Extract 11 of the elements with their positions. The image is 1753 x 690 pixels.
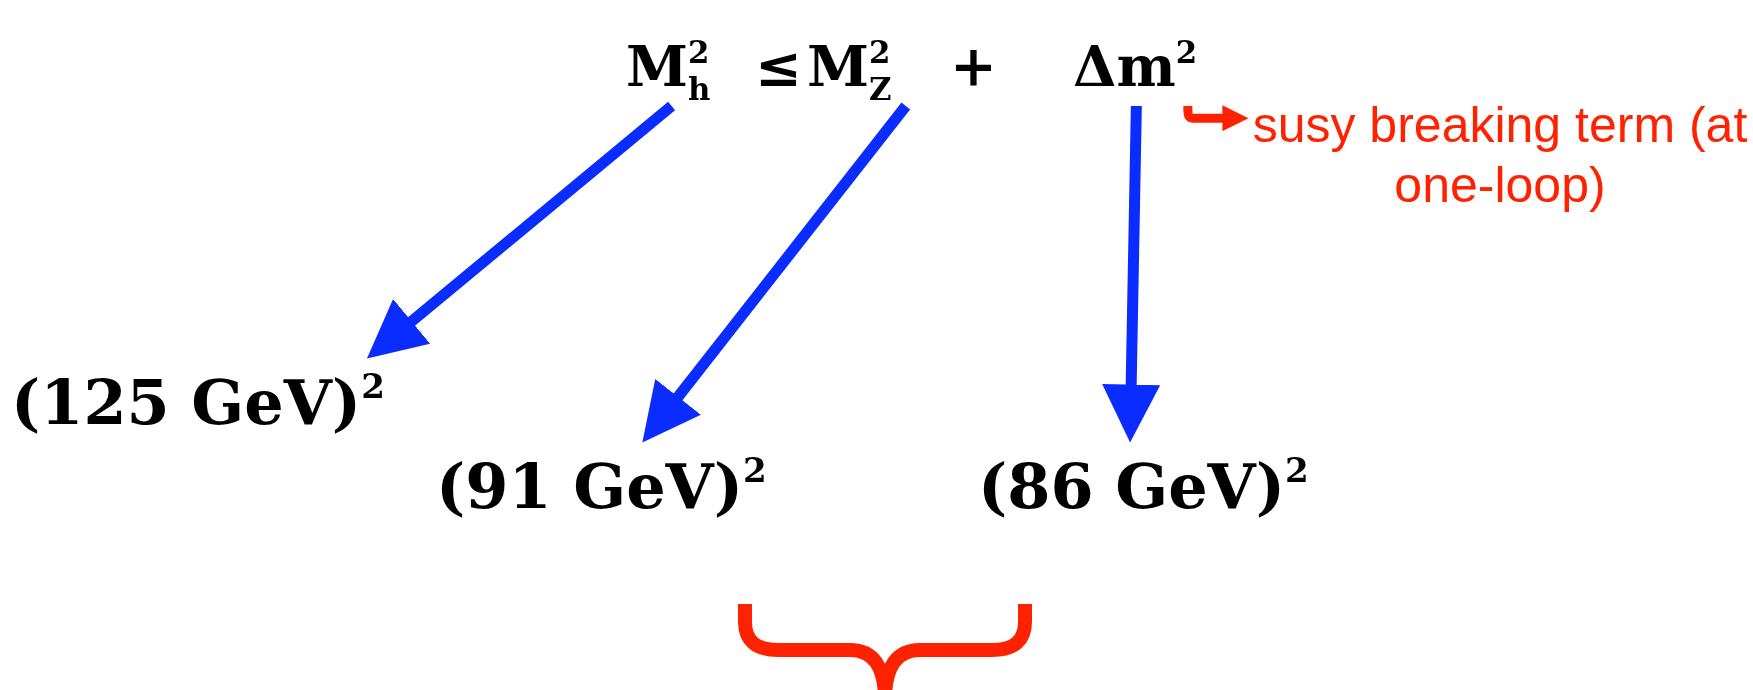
arrow (1102, 105, 1161, 443)
math-operator: ≤ (755, 32, 802, 101)
math-operator: + (950, 32, 997, 101)
math-term: (91 GeV)$^{2}$ (436, 449, 767, 525)
arrow (366, 101, 676, 359)
arrow (1183, 103, 1249, 132)
math-term: (86 GeV)$^{2}$ (978, 449, 1309, 525)
math-term: (125 GeV)$^{2}$ (11, 365, 385, 441)
annotation-text: susy breaking term (at one-loop) (1251, 96, 1749, 215)
math-term: Δm$^{2}$ (1073, 32, 1198, 101)
arrow (642, 102, 911, 443)
